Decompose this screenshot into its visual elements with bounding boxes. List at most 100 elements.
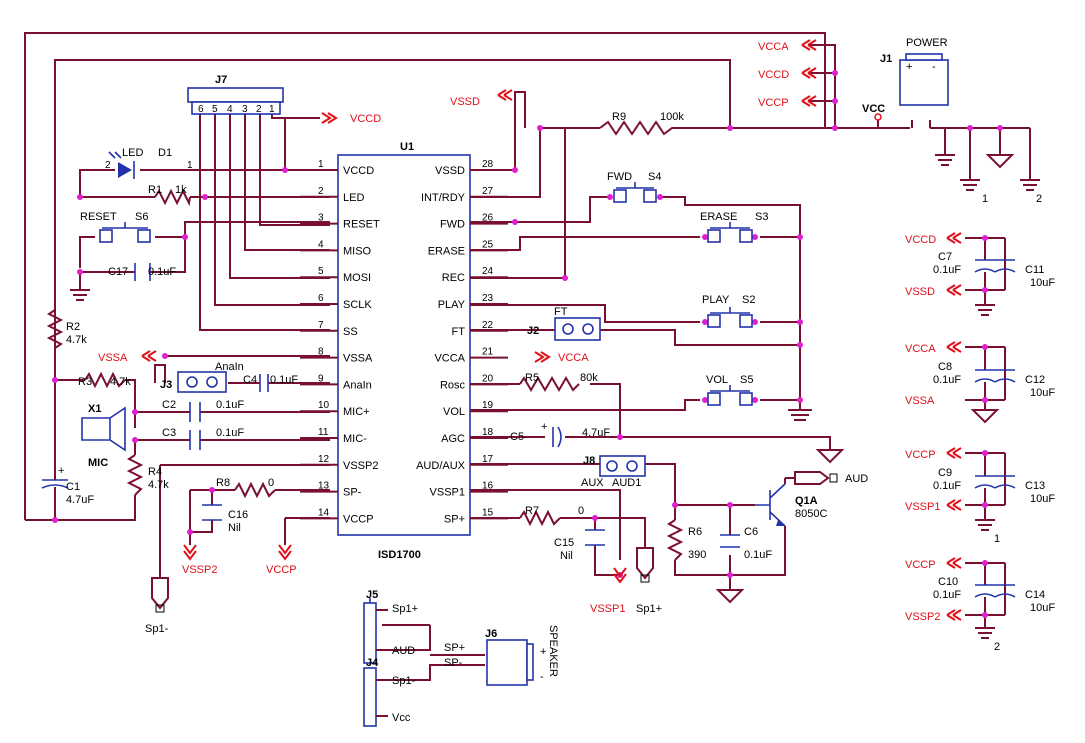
c8-ref: C8 <box>938 361 952 373</box>
ic-right-pin-name: REC <box>442 272 465 284</box>
j8-ref: J8 <box>583 455 595 467</box>
speaker-plus: + <box>540 646 546 658</box>
switch-s3: ERASE S3 <box>700 211 768 243</box>
ic-left-pin-number: 9 <box>318 373 324 384</box>
ic-right-pin-name: INT/RDY <box>421 192 466 204</box>
ic-left-pin-number: 6 <box>318 293 324 304</box>
c8-value: 0.1uF <box>933 374 961 386</box>
capacitor-c2: C2 0.1uF <box>162 399 244 422</box>
power-connector-j1: J1 POWER + - VCC <box>862 37 949 121</box>
ic-left-pin-number: 7 <box>318 320 324 331</box>
net-vssp1: VSSP1 <box>590 603 625 615</box>
j1-top <box>905 53 943 61</box>
switch-s2: PLAY S2 <box>702 294 755 328</box>
ic-left-pin-name: AnaIn <box>343 379 372 391</box>
ground-2 <box>960 179 980 191</box>
c16-value: Nil <box>228 522 241 534</box>
q1-ground <box>715 589 745 604</box>
c5-ref: C5 <box>510 431 524 443</box>
vccd-arrow-top <box>321 112 338 124</box>
capacitor-c6: C6 0.1uF <box>720 526 772 561</box>
j4-ref: J4 <box>366 657 379 669</box>
r4-value: 4.7k <box>148 479 169 491</box>
aud-label: AUD <box>845 473 868 485</box>
c15-ref: C15 <box>554 537 574 549</box>
ic-right-pin-number: 22 <box>482 320 494 331</box>
resistor-r2: R2 4.7k <box>46 309 87 349</box>
vcca-arrow-mid <box>534 351 551 363</box>
c3-ref: C3 <box>162 427 176 439</box>
c10-gnd-label: 2 <box>994 641 1000 653</box>
c2-ref: C2 <box>162 399 176 411</box>
ic-left-pin-name: MISO <box>343 245 372 257</box>
r6-ref: R6 <box>688 526 702 538</box>
c14-value: 10uF <box>1030 602 1055 614</box>
j7-ref: J7 <box>215 74 227 86</box>
ic-right-pin-name: ERASE <box>428 245 465 257</box>
c9-gnd-label: 1 <box>994 533 1000 545</box>
capacitor-c3: C3 0.1uF <box>162 427 244 450</box>
switch-s6: RESET S6 <box>80 211 151 243</box>
r5-ref: R5 <box>525 372 539 384</box>
switch-s5: VOL S5 <box>706 374 753 406</box>
net-sp-minus: SP- <box>444 657 463 669</box>
led-label: LED <box>122 147 143 159</box>
ic-right-pin-name: VCCA <box>434 353 465 365</box>
j4-vcc: Vcc <box>392 712 411 724</box>
ic-right-pin-number: 25 <box>482 239 494 250</box>
c6-ref: C6 <box>744 526 758 538</box>
ic-right-pin-number: 19 <box>482 400 494 411</box>
j7-pin-2: 2 <box>256 104 262 115</box>
j6-ref: J6 <box>485 628 497 640</box>
reset-label: RESET <box>80 211 117 223</box>
c2-value: 0.1uF <box>216 399 244 411</box>
j2-ref: J2 <box>527 325 539 337</box>
resistor-r5: R5 80k <box>519 372 598 392</box>
vccp-arrow-bottom <box>278 544 292 561</box>
r8-value: 0 <box>268 477 274 489</box>
ic-u1-body <box>337 154 471 536</box>
ic-left-pin-name: VCCP <box>343 513 374 525</box>
jumper-j2: J2 FT <box>527 306 601 341</box>
r9-ref: R9 <box>612 111 626 123</box>
net-vcca-mid: VCCA <box>558 352 589 364</box>
speaker-label: SPEAKER <box>547 625 559 677</box>
microphone-x1: X1 MIC <box>81 403 126 469</box>
ic-left-pin-name: VSSA <box>343 353 373 365</box>
agc-ground <box>815 449 845 464</box>
jumper-j8: J8 AUX AUD1 <box>581 455 646 489</box>
d1-pin2: 2 <box>105 160 111 171</box>
c1-plus: + <box>58 465 64 477</box>
c13-ref: C13 <box>1025 480 1045 492</box>
j7-pin-4: 4 <box>227 104 233 115</box>
led-rays <box>108 151 122 159</box>
vssp1-arrow <box>613 567 627 584</box>
net-vccp-bottom: VCCP <box>266 564 297 576</box>
ic-right-pin-name: AGC <box>441 433 465 445</box>
transistor-q1a: Q1A 8050C AUD <box>755 471 868 530</box>
c5-value: 4.7uF <box>582 427 610 439</box>
j3-anain: AnaIn <box>215 361 244 373</box>
c14-ref: C14 <box>1025 589 1045 601</box>
resistor-r7: R7 0 <box>519 505 584 527</box>
ic-left-pin-number: 12 <box>318 454 330 465</box>
capacitor-c15: C15 Nil <box>554 529 605 562</box>
net-c7-vccd: VCCD <box>905 234 936 246</box>
ic-left-pin-name: MIC+ <box>343 406 370 418</box>
ic-left-pin-number: 1 <box>318 159 324 170</box>
ic-right-pin-number: 17 <box>482 454 494 465</box>
j4-sp1-minus: Sp1- <box>392 675 416 687</box>
ic-left-pin-name: VCCD <box>343 165 374 177</box>
j1-minus: - <box>932 61 936 73</box>
capacitor-c16: C16 Nil <box>202 504 248 534</box>
ic-left-pin-number: 13 <box>318 481 330 492</box>
ic-right-pin-name: VOL <box>443 406 465 418</box>
vcc-label: VCC <box>862 103 885 115</box>
c17-value: 0.1uF <box>148 266 176 278</box>
net-vccd-top: VCCD <box>350 113 381 125</box>
s5-ref: S5 <box>740 374 753 386</box>
connector-j5: J5 Sp1+ AUD <box>363 589 418 664</box>
jumper-j3: J3 AnaIn <box>160 361 244 393</box>
net-vssp2: VSSP2 <box>182 564 217 576</box>
c9-vssp1-arrow <box>946 499 962 511</box>
